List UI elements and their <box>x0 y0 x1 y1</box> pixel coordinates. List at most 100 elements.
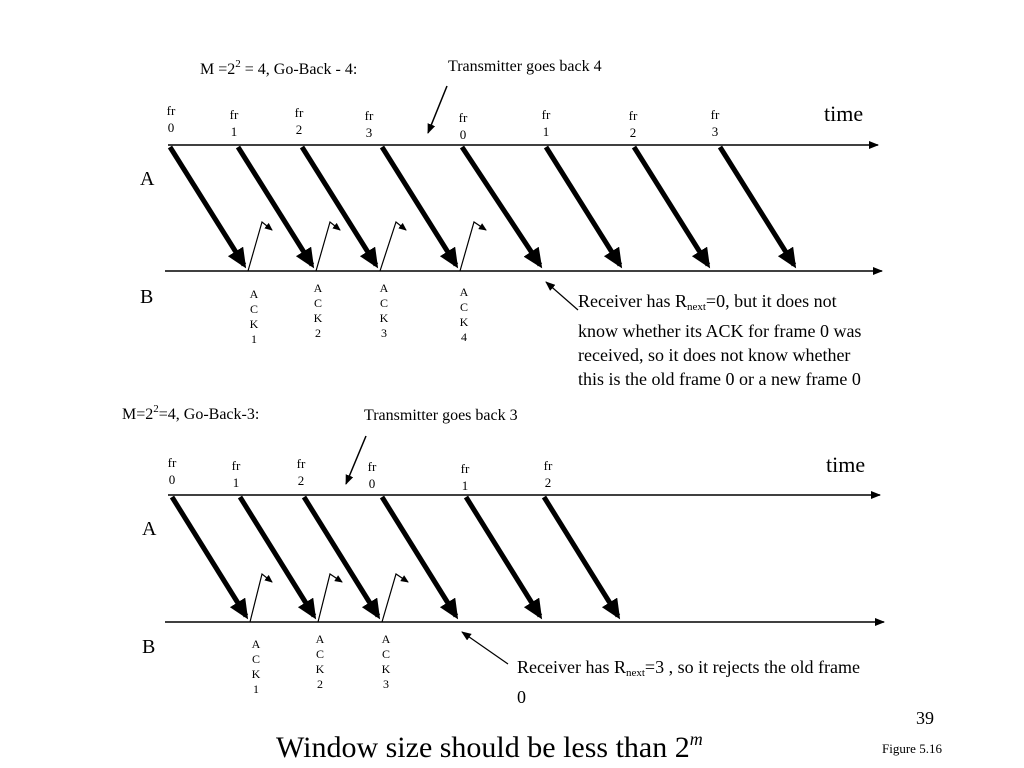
frame-number: 2 <box>295 121 303 137</box>
conclusion: Window size should be less than 2m <box>276 730 703 763</box>
ack-arrow <box>381 573 409 623</box>
ack-number: 3 <box>383 677 389 691</box>
note-subscript: next <box>686 301 706 313</box>
ack-arrow <box>379 220 407 272</box>
ack-letter: A <box>315 632 325 646</box>
heading-bottom: M=22=4, Go-Back-3: <box>122 404 259 423</box>
note-suffix: =3 , so it rejects the old frame 0 <box>517 657 861 707</box>
ack-letter: C <box>251 652 260 666</box>
host-b-label-top: B <box>140 286 154 308</box>
ack-letter: K <box>459 315 469 329</box>
ack-letter: A <box>381 632 391 646</box>
frame-number: 2 <box>544 474 552 490</box>
ack-arrow <box>249 572 273 623</box>
frame-arrow <box>379 145 459 269</box>
heading-bottom-prefix: M=2 <box>122 406 154 423</box>
note-arrow-bottom <box>461 631 509 665</box>
frame-fr-text: fr <box>364 108 374 123</box>
ack-letter: A <box>379 281 389 295</box>
heading-top-exponent: 2 <box>235 58 241 70</box>
frame-number: 0 <box>368 475 376 491</box>
note-subscript: next <box>625 667 645 679</box>
ack-letter: K <box>249 317 259 331</box>
ack-letter: A <box>251 637 261 651</box>
callout-top: Transmitter goes back 4 <box>448 58 602 75</box>
ack-arrow <box>247 220 273 272</box>
frame-fr-text: fr <box>296 456 306 471</box>
ack-arrow <box>315 220 341 272</box>
note-arrow-top <box>545 281 579 311</box>
callout-arrow-top <box>427 85 448 134</box>
frame-fr-text: fr <box>367 459 377 474</box>
frame-fr-text: fr <box>541 107 551 122</box>
frame-fr-text: fr <box>460 461 470 476</box>
note-prefix: Receiver has R <box>578 291 687 311</box>
heading-top-suffix: = 4, Go-Back - 4: <box>240 61 358 78</box>
ack-letter: C <box>315 647 324 661</box>
heading-top-prefix: M =2 <box>200 61 236 78</box>
ack-letter: K <box>251 667 261 681</box>
time-label-bottom: time <box>826 452 866 477</box>
heading-top: M =22 = 4, Go-Back - 4: <box>200 59 357 78</box>
frame-arrow <box>463 495 543 620</box>
frame-fr-text: fr <box>543 458 553 473</box>
host-a-label-top: A <box>140 168 155 190</box>
ack-number: 3 <box>381 326 387 340</box>
ack-letter: C <box>381 647 390 661</box>
ack-number: 4 <box>461 330 467 344</box>
heading-bottom-suffix: =4, Go-Back-3: <box>158 406 260 423</box>
time-label-top: time <box>824 101 864 126</box>
frame-number: 0 <box>167 119 175 135</box>
frame-number: 2 <box>629 124 637 140</box>
frame-arrow <box>169 495 249 620</box>
frame-arrow <box>717 145 797 269</box>
ack-number: 2 <box>315 326 321 340</box>
callout-bottom: Transmitter goes back 3 <box>364 407 518 424</box>
host-b-label-bottom: B <box>142 636 156 658</box>
host-a-label-bottom: A <box>142 518 157 540</box>
ack-letter: K <box>315 662 325 676</box>
ack-letter: K <box>313 311 323 325</box>
frame-number: 1 <box>461 477 469 493</box>
frame-number: 1 <box>232 474 240 490</box>
frame-fr-text: fr <box>710 107 720 122</box>
frame-arrow <box>299 145 379 269</box>
ack-letter: C <box>379 296 388 310</box>
frame-arrow <box>235 145 315 269</box>
conclusion-text: Window size should be less than 2 <box>276 731 690 764</box>
note-prefix: Receiver has R <box>517 657 626 677</box>
ack-letter: A <box>313 281 323 295</box>
ack-arrow <box>459 221 487 272</box>
frame-fr-text: fr <box>294 105 304 120</box>
callout-arrow-bottom <box>345 435 367 485</box>
frame-number: 0 <box>459 126 467 142</box>
frame-number: 1 <box>230 123 238 139</box>
frame-fr-text: fr <box>231 458 241 473</box>
frame-fr-text: fr <box>229 107 239 122</box>
ack-letter: A <box>249 287 259 301</box>
receiver-note-bottom: Receiver has Rnext=3 , so it rejects the… <box>517 655 862 709</box>
frame-number: 2 <box>297 472 305 488</box>
ack-letter: C <box>249 302 258 316</box>
frame-arrow <box>459 145 543 269</box>
frame-number: 0 <box>168 471 176 487</box>
